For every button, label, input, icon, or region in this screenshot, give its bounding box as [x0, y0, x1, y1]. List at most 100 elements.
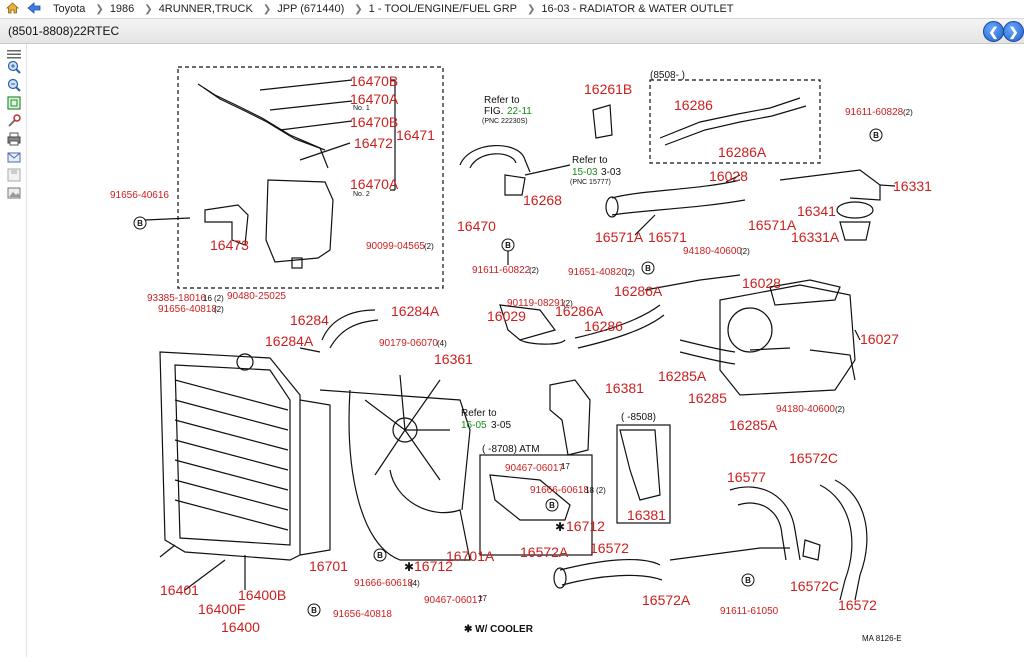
part-label[interactable]: 16572 — [590, 540, 629, 556]
svg-text:✱: ✱ — [555, 520, 565, 534]
part-label[interactable]: 16285A — [729, 417, 778, 433]
part-label[interactable]: 90179-06070 — [379, 338, 438, 349]
part-label[interactable]: 16381 — [605, 380, 644, 396]
part-label[interactable]: 16400F — [198, 601, 245, 617]
part-label[interactable]: 16400B — [238, 587, 286, 603]
print-icon[interactable] — [6, 132, 21, 146]
svg-text:(2): (2) — [835, 405, 845, 414]
part-label[interactable]: 16261B — [584, 81, 632, 97]
part-label[interactable]: 16470A — [350, 91, 399, 107]
zoom-out-icon[interactable] — [6, 78, 21, 92]
breadcrumb-item-group[interactable]: 1 - TOOL/ENGINE/FUEL GRP — [368, 3, 518, 15]
part-label[interactable]: 16572 — [838, 597, 877, 613]
part-label[interactable]: 16572A — [642, 592, 691, 608]
part-label[interactable]: 16284A — [391, 303, 440, 319]
part-label[interactable]: 91651-40820 — [568, 267, 627, 278]
part-label[interactable]: 16572A — [520, 544, 569, 560]
part-label[interactable]: 16381 — [627, 507, 666, 523]
prev-page-icon[interactable]: ❮ — [983, 21, 1004, 42]
part-label[interactable]: 91611-60822 — [472, 265, 531, 276]
part-label[interactable]: 16400 — [221, 619, 260, 635]
part-label[interactable]: 16471 — [396, 127, 435, 143]
next-page-icon[interactable]: ❯ — [1003, 21, 1024, 42]
part-label[interactable]: 16472 — [354, 135, 393, 151]
reference-link[interactable]: 15-03 — [572, 167, 598, 178]
breadcrumb-item-model[interactable]: 4RUNNER,TRUCK — [158, 3, 253, 15]
part-label[interactable]: 16286A — [555, 303, 604, 319]
save-icon[interactable] — [6, 168, 21, 182]
part-label[interactable]: 16470 — [457, 218, 496, 234]
tools-icon[interactable] — [6, 114, 21, 128]
part-label[interactable]: 16577 — [727, 469, 766, 485]
part-label[interactable]: 16027 — [860, 331, 899, 347]
quantity-suffixes: (2) (2) (2) (2) (2) (2) 16 (2) (2) (4) (… — [203, 108, 913, 603]
part-label[interactable]: 91666-60618 — [530, 485, 589, 496]
part-label[interactable]: 16571 — [648, 229, 687, 245]
part-label[interactable]: 16341 — [797, 203, 836, 219]
part-label[interactable]: 16571A — [595, 229, 644, 245]
part-label[interactable]: 90119-08291 — [507, 298, 566, 309]
part-label[interactable]: 16284 — [290, 312, 329, 328]
line-art — [144, 66, 896, 601]
part-label[interactable]: 16572C — [789, 450, 838, 466]
part-label[interactable]: 16712 — [566, 518, 605, 534]
menu-lines-icon[interactable] — [6, 47, 21, 61]
svg-text:(2): (2) — [563, 299, 573, 308]
part-label[interactable]: 16284A — [265, 333, 314, 349]
part-label[interactable]: 16331 — [893, 178, 932, 194]
part-label[interactable]: 16331A — [791, 229, 840, 245]
part-label[interactable]: 16028 — [742, 275, 781, 291]
part-label[interactable]: 90480-25025 — [227, 291, 286, 302]
part-label[interactable]: 16572C — [790, 578, 839, 594]
svg-text:(2): (2) — [740, 247, 750, 256]
part-label[interactable]: 91666-60618 — [354, 578, 413, 589]
exploded-view-drawing: B B B B B B B B 16470B 16470A 16470B 164… — [110, 66, 932, 643]
home-icon[interactable] — [5, 1, 20, 17]
part-label[interactable]: 90099-04565 — [366, 241, 425, 252]
part-label[interactable]: 16470B — [350, 114, 398, 130]
part-label[interactable]: 16473 — [210, 237, 249, 253]
part-label[interactable]: 16286A — [614, 283, 663, 299]
svg-text:(2): (2) — [214, 294, 224, 303]
part-label[interactable]: 91656-40818 — [333, 609, 392, 620]
reference-link[interactable]: 16-05 — [461, 420, 487, 431]
breadcrumb-item-year[interactable]: 1986 — [109, 3, 135, 15]
part-label[interactable]: 16286A — [718, 144, 767, 160]
breadcrumb-item-figure[interactable]: 16-03 - RADIATOR & WATER OUTLET — [541, 3, 734, 15]
chevron-right-icon: ❯ — [95, 3, 104, 15]
part-label[interactable]: 91611-60828 — [845, 107, 904, 118]
part-label[interactable]: 16401 — [160, 582, 199, 598]
part-label[interactable]: 16028 — [709, 168, 748, 184]
part-label[interactable]: 16701A — [446, 548, 495, 564]
part-label[interactable]: 16286 — [674, 97, 713, 113]
breadcrumb-item-make[interactable]: Toyota — [53, 3, 86, 15]
part-label[interactable]: 91611-61050 — [720, 606, 779, 617]
part-label[interactable]: 16712 — [414, 558, 453, 574]
part-label[interactable]: 16029 — [487, 308, 526, 324]
email-icon[interactable] — [6, 150, 21, 164]
part-label[interactable]: 90467-06017 — [505, 463, 564, 474]
part-label[interactable]: 16286 — [584, 318, 623, 334]
part-label[interactable]: 91656-40616 — [110, 190, 169, 201]
part-label[interactable]: 16285A — [658, 368, 707, 384]
part-label[interactable]: 16470B — [350, 73, 398, 89]
part-label[interactable]: 16268 — [523, 192, 562, 208]
part-label[interactable]: 90467-06017 — [424, 595, 483, 606]
part-label[interactable]: 16470A — [350, 176, 399, 192]
part-label[interactable]: 16571A — [748, 217, 797, 233]
fit-page-icon[interactable] — [6, 96, 21, 110]
part-label[interactable]: 16285 — [688, 390, 727, 406]
svg-text:B: B — [137, 219, 143, 228]
image-icon[interactable] — [6, 186, 21, 200]
part-label[interactable]: 94180-40600 — [776, 404, 835, 415]
zoom-in-icon[interactable] — [6, 60, 21, 74]
svg-text:B: B — [311, 606, 317, 615]
back-arrow-icon[interactable] — [27, 1, 41, 17]
reference-link[interactable]: 22-11 — [507, 106, 532, 117]
part-label[interactable]: 93385-18016 — [147, 293, 206, 304]
part-label[interactable]: 16701 — [309, 558, 348, 574]
part-label[interactable]: 94180-40600 — [683, 246, 742, 257]
part-label[interactable]: 91656-40818 — [158, 304, 217, 315]
part-label[interactable]: 16361 — [434, 351, 473, 367]
breadcrumb-item-catalog[interactable]: JPP (671440) — [277, 3, 345, 15]
